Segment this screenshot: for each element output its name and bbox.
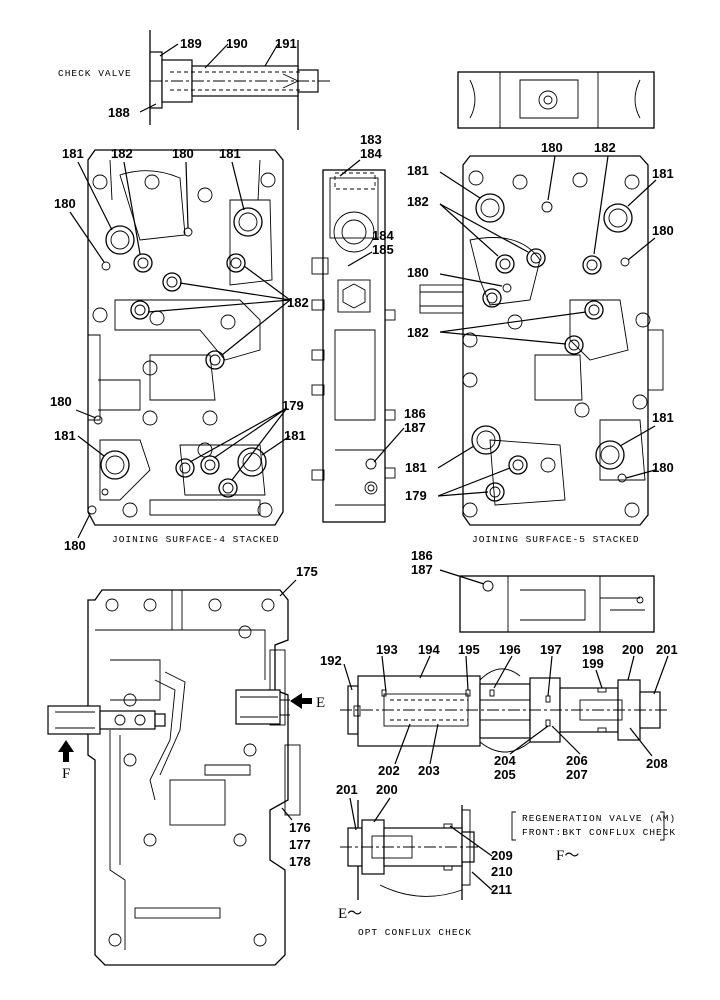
opt-conflux-check-drawing <box>340 800 480 900</box>
part-label-181-d: 181 <box>284 428 306 443</box>
joining-surface-5-caption: JOINING SURFACE-5 STACKED <box>472 534 640 545</box>
part-label-195: 195 <box>458 642 480 657</box>
part-label-209: 209 <box>491 848 513 863</box>
main-body-175 <box>47 589 301 966</box>
part-label-180-f: 180 <box>652 223 674 238</box>
part-label-180-g: 180 <box>407 265 429 280</box>
regeneration-caption-line1: REGENERATION VALVE (AM) <box>522 813 676 824</box>
joining-surface-4-caption: JOINING SURFACE-4 STACKED <box>112 534 280 545</box>
part-label-185: 185 <box>372 242 394 257</box>
regeneration-caption-line2: FRONT:BKT CONFLUX CHECK <box>522 827 676 838</box>
arrow-e-icon <box>290 693 312 709</box>
part-label-204: 204 <box>494 753 516 768</box>
part-label-187-b: 187 <box>411 562 433 577</box>
bottom-right-plate <box>459 575 655 633</box>
part-label-189: 189 <box>180 36 202 51</box>
part-label-207: 207 <box>566 767 588 782</box>
part-label-202: 202 <box>378 763 400 778</box>
opt-conflux-caption: OPT CONFLUX CHECK <box>358 927 472 938</box>
part-label-180-d: 180 <box>64 538 86 553</box>
part-label-194: 194 <box>418 642 440 657</box>
part-label-196: 196 <box>499 642 521 657</box>
part-label-206: 206 <box>566 753 588 768</box>
part-label-191: 191 <box>275 36 297 51</box>
part-label-181-b: 181 <box>219 146 241 161</box>
part-label-201-a: 201 <box>656 642 678 657</box>
part-label-176: 176 <box>289 820 311 835</box>
part-label-197: 197 <box>540 642 562 657</box>
part-label-182-c: 182 <box>594 140 616 155</box>
part-label-208: 208 <box>646 756 668 771</box>
part-label-193: 193 <box>376 642 398 657</box>
regeneration-valve-drawing <box>340 668 670 753</box>
part-label-192: 192 <box>320 653 342 668</box>
part-label-178: 178 <box>289 854 311 869</box>
top-right-plate <box>457 71 655 129</box>
part-label-203: 203 <box>418 763 440 778</box>
part-label-186-b: 186 <box>411 548 433 563</box>
side-view-plate <box>311 169 396 523</box>
joining-surface-4-block <box>87 149 284 526</box>
view-e-label: E <box>316 695 325 711</box>
part-label-184-b: 184 <box>372 228 394 243</box>
check-valve-drawing <box>149 30 330 130</box>
joining-surface-5-block <box>419 155 664 526</box>
part-label-183: 183 <box>360 132 382 147</box>
check-valve-caption: CHECK VALVE <box>58 68 132 79</box>
part-label-201-b: 201 <box>336 782 358 797</box>
f-tilde-label: F～ <box>556 848 579 864</box>
arrow-f-icon <box>58 740 74 762</box>
part-label-180-e: 180 <box>541 140 563 155</box>
part-label-180-a: 180 <box>172 146 194 161</box>
view-f-label: F <box>62 766 70 782</box>
part-label-182-e: 182 <box>407 325 429 340</box>
part-label-200-a: 200 <box>622 642 644 657</box>
part-label-180-c: 180 <box>50 394 72 409</box>
part-label-179-b: 179 <box>405 488 427 503</box>
part-label-211: 211 <box>491 882 512 897</box>
part-label-177: 177 <box>289 837 311 852</box>
part-label-188: 188 <box>108 105 130 120</box>
part-label-181-a: 181 <box>62 146 84 161</box>
part-label-181-e: 181 <box>407 163 429 178</box>
part-label-182-b: 182 <box>287 295 309 310</box>
part-label-210: 210 <box>491 864 513 879</box>
part-label-182-d: 182 <box>407 194 429 209</box>
part-label-181-g: 181 <box>652 410 674 425</box>
e-tilde-label: E～ <box>338 906 362 922</box>
part-label-187-a: 187 <box>404 420 426 435</box>
part-label-182-a: 182 <box>111 146 133 161</box>
part-label-198: 198 <box>582 642 604 657</box>
part-label-190: 190 <box>226 36 248 51</box>
part-label-186-a: 186 <box>404 406 426 421</box>
part-label-181-f: 181 <box>652 166 674 181</box>
part-label-199: 199 <box>582 656 604 671</box>
part-label-180-b: 180 <box>54 196 76 211</box>
part-label-180-h: 180 <box>652 460 674 475</box>
part-label-181-h: 181 <box>405 460 427 475</box>
part-label-200-b: 200 <box>376 782 398 797</box>
part-label-175: 175 <box>296 564 318 579</box>
part-label-179-a: 179 <box>282 398 304 413</box>
part-label-184-a: 184 <box>360 146 382 161</box>
part-label-181-c: 181 <box>54 428 76 443</box>
part-label-205: 205 <box>494 767 516 782</box>
